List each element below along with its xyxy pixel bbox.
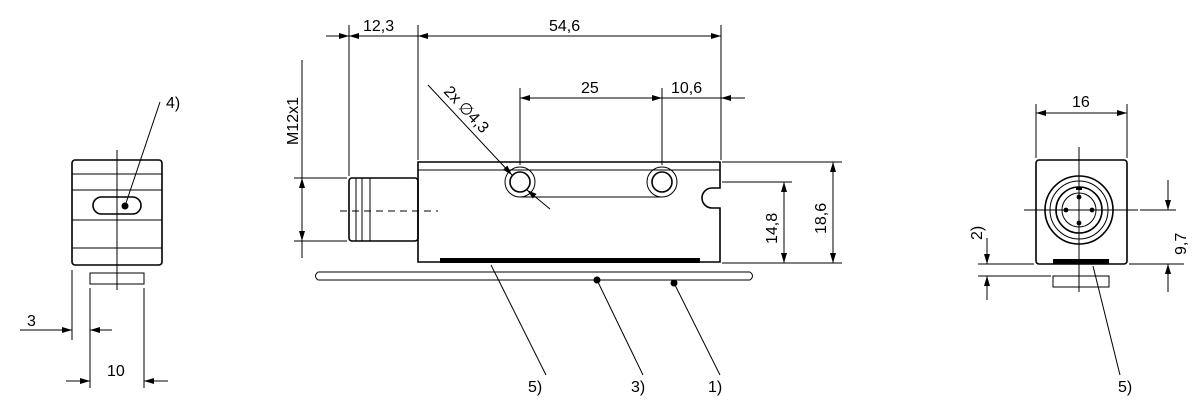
- dim-hole-diameter: 2x ∅4,3: [440, 83, 492, 137]
- dim-3: 3: [27, 313, 36, 330]
- dim-10-6: 10,6: [671, 80, 702, 97]
- dim-10: 10: [107, 363, 125, 380]
- dim-m12x1: M12x1: [285, 97, 302, 145]
- front-view: 12,3 54,6 25 10,6 2x ∅4,3 M12x1 14,8: [285, 18, 842, 396]
- side-view-left: 3 10 4): [20, 95, 180, 388]
- callout-1: 1): [708, 379, 722, 396]
- dim-18-6: 18,6: [813, 203, 830, 234]
- dim-12-3: 12,3: [363, 18, 394, 35]
- callout-5-front: 5): [528, 379, 542, 396]
- dim-9-7: 9,7: [1173, 233, 1190, 255]
- end-view-right: 16 9,7 2) 5): [969, 94, 1190, 396]
- dim-16: 16: [1072, 94, 1090, 111]
- dim-25: 25: [581, 80, 599, 97]
- dim-2: 2): [969, 226, 986, 240]
- dim-54-6: 54,6: [549, 18, 580, 35]
- callout-5-right: 5): [1118, 379, 1132, 396]
- callout-3: 3): [631, 379, 645, 396]
- callout-4: 4): [166, 95, 180, 112]
- dim-14-8: 14,8: [764, 213, 781, 244]
